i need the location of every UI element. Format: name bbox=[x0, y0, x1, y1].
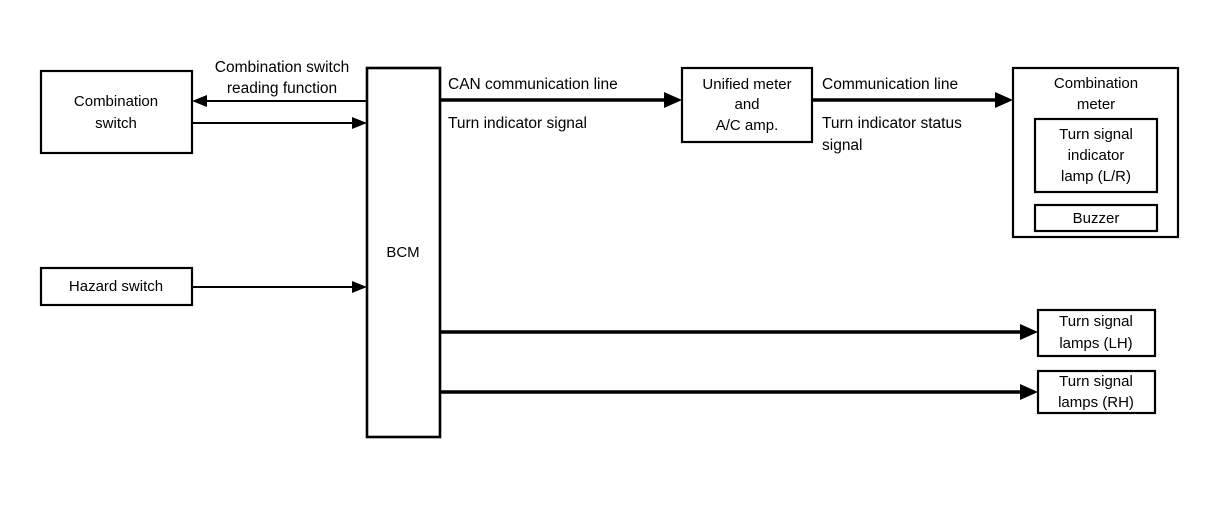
edge-bcm-to-turn-signal-lamps-lh bbox=[440, 324, 1038, 340]
node-combination-switch: Combination switch bbox=[39, 69, 194, 155]
edge-label-communication-line-line1: Communication line bbox=[822, 76, 958, 93]
node-combination-meter: Combination meter Turn signal indicator … bbox=[1011, 66, 1180, 239]
edge-unified-meter-to-combination-meter bbox=[812, 92, 1013, 108]
node-turn-signal-indicator-lamp-label-line3: lamp (L/R) bbox=[1061, 168, 1131, 185]
node-turn-signal-lamps-rh: Turn signal lamps (RH) bbox=[1036, 369, 1157, 415]
arrow-head-right bbox=[352, 117, 367, 129]
node-bcm-label: BCM bbox=[386, 244, 419, 261]
node-hazard-switch-label: Hazard switch bbox=[69, 278, 163, 295]
edge-combination-switch-to-bcm bbox=[192, 117, 367, 129]
edge-hazard-switch-to-bcm bbox=[192, 281, 367, 293]
edge-label-combination-switch-reading-line1: Combination switch bbox=[215, 59, 349, 76]
node-turn-signal-lamps-lh-label-line2: lamps (LH) bbox=[1059, 335, 1132, 352]
node-unified-meter-label-line3: A/C amp. bbox=[716, 117, 779, 134]
node-combination-switch-label-line2: switch bbox=[95, 115, 137, 132]
edge-label-can-line: CAN communication line Turn indicator si… bbox=[448, 76, 618, 132]
edge-label-combination-switch-reading-line2: reading function bbox=[227, 80, 337, 97]
node-turn-signal-lamps-lh: Turn signal lamps (LH) bbox=[1036, 308, 1157, 358]
node-turn-signal-indicator-lamp-label-line2: indicator bbox=[1068, 147, 1125, 164]
edge-label-combination-switch-reading: Combination switch reading function bbox=[215, 59, 349, 97]
node-buzzer: Buzzer bbox=[1033, 203, 1159, 233]
node-combination-switch-label-line1: Combination bbox=[74, 93, 158, 110]
edge-label-communication-line: Communication line Turn indicator status… bbox=[822, 76, 962, 154]
edge-label-can-line-line1: CAN communication line bbox=[448, 76, 618, 93]
node-buzzer-label: Buzzer bbox=[1073, 210, 1120, 227]
edge-bcm-to-unified-meter bbox=[440, 92, 682, 108]
edge-label-communication-line-line3: signal bbox=[822, 137, 863, 154]
node-bcm: BCM bbox=[365, 66, 442, 439]
node-combination-meter-label-line2: meter bbox=[1077, 96, 1115, 113]
node-turn-signal-indicator-lamp: Turn signal indicator lamp (L/R) bbox=[1033, 117, 1159, 194]
node-turn-signal-lamps-lh-label-line1: Turn signal bbox=[1059, 313, 1133, 330]
node-hazard-switch: Hazard switch bbox=[39, 266, 194, 307]
arrow-head-right bbox=[995, 92, 1013, 108]
arrow-head-right bbox=[1020, 384, 1038, 400]
node-unified-meter-label-line1: Unified meter bbox=[702, 76, 791, 93]
node-turn-signal-indicator-lamp-label-line1: Turn signal bbox=[1059, 126, 1133, 143]
edge-bcm-to-turn-signal-lamps-rh bbox=[440, 384, 1038, 400]
node-turn-signal-lamps-rh-label-line1: Turn signal bbox=[1059, 373, 1133, 390]
arrow-head-right bbox=[1020, 324, 1038, 340]
node-turn-signal-lamps-rh-label-line2: lamps (RH) bbox=[1058, 394, 1134, 411]
node-unified-meter-label-line2: and bbox=[734, 96, 759, 113]
edge-label-communication-line-line2: Turn indicator status bbox=[822, 115, 962, 132]
arrow-head-right bbox=[664, 92, 682, 108]
edge-bcm-to-combination-switch bbox=[192, 95, 367, 107]
node-combination-meter-label-line1: Combination bbox=[1054, 75, 1138, 92]
edge-label-can-line-line2: Turn indicator signal bbox=[448, 115, 587, 132]
arrow-head-left bbox=[192, 95, 207, 107]
arrow-head-right bbox=[352, 281, 367, 293]
node-unified-meter-and-ac-amp: Unified meter and A/C amp. bbox=[680, 66, 814, 144]
